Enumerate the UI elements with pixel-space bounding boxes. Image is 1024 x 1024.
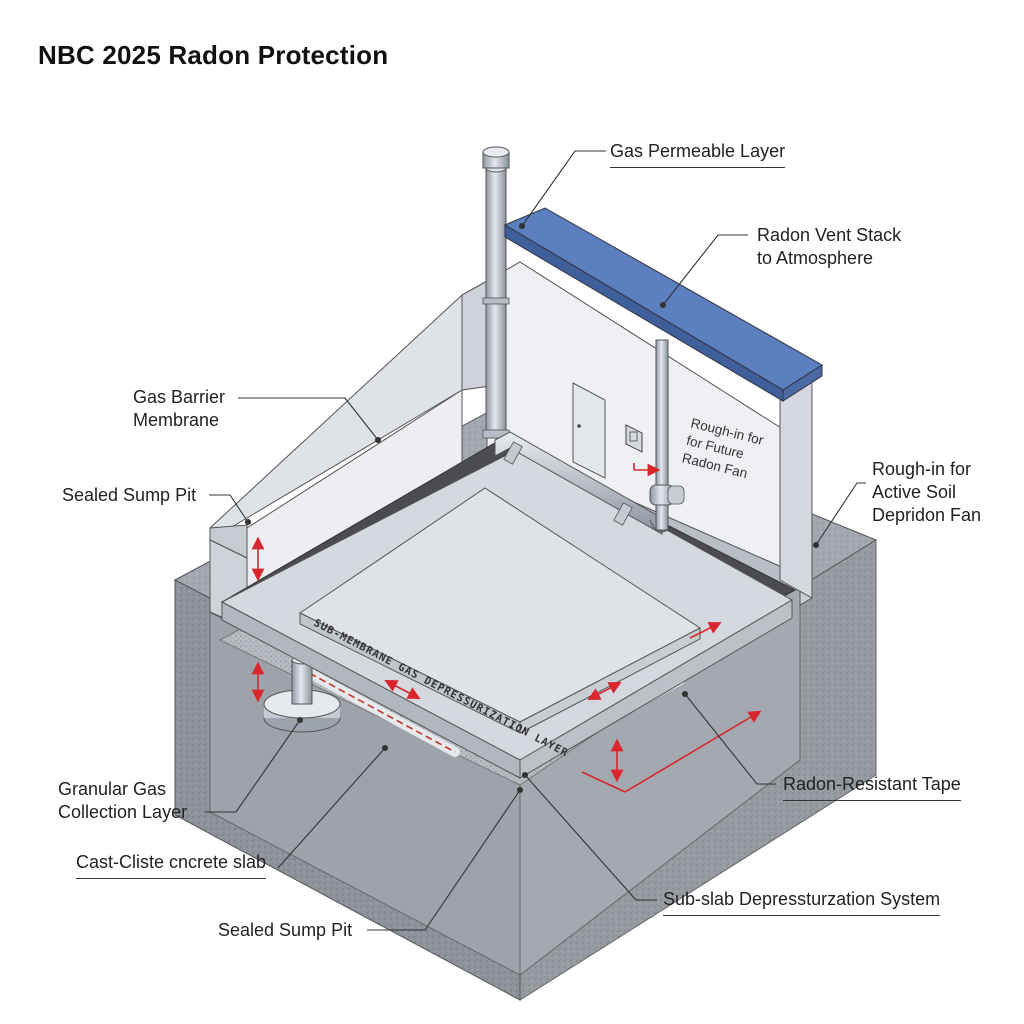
flow-arrow xyxy=(689,622,722,639)
label-subslab-depressurization: Sub-slab Depressturzation System xyxy=(663,888,941,916)
leader-radon-tape xyxy=(684,693,776,785)
leader-sealed-sump-bottom xyxy=(367,789,521,931)
leader-vent-stack xyxy=(662,234,748,306)
leader-roughin-right xyxy=(815,482,866,546)
flow-arrows xyxy=(251,463,762,793)
gas-permeable-board xyxy=(503,207,823,402)
leader-gas-permeable xyxy=(521,150,606,227)
sump-pit xyxy=(263,655,341,733)
label-radon-vent-stack: Radon Vent Stack to Atmosphere xyxy=(757,225,902,268)
electrical-box xyxy=(625,424,643,453)
leader-subslab xyxy=(524,774,657,901)
leader-lines xyxy=(205,150,866,931)
flow-arrow xyxy=(587,682,622,700)
leader-gas-barrier xyxy=(238,397,379,441)
label-radon-resistant-tape: Radon-Resistant Tape xyxy=(783,773,961,801)
label-sealed-sump-pit-bottom: Sealed Sump Pit xyxy=(218,920,353,940)
flow-arrow xyxy=(624,710,762,793)
label-gas-barrier-membrane: Gas Barrier Membrane xyxy=(133,387,226,430)
leader-sump-top xyxy=(209,494,249,523)
door xyxy=(572,382,606,479)
label-granular-gas-collection: Granular Gas Collection Layer xyxy=(58,779,188,822)
flow-arrow xyxy=(384,680,421,699)
label-gas-permeable-layer: Gas Permeable Layer xyxy=(610,140,786,168)
label-cast-concrete-slab: Cast-Cliste cncrete slab xyxy=(76,851,267,879)
label-sealed-sump-pit-top: Sealed Sump Pit xyxy=(62,485,197,505)
page-title: NBC 2025 Radon Protection xyxy=(38,40,389,70)
label-roughin-active-soil: Rough-in for Active Soil Depridon Fan xyxy=(872,459,982,525)
flow-arrow xyxy=(581,771,626,793)
vent-stack xyxy=(482,146,685,535)
leader-granular xyxy=(205,719,301,813)
leader-cast-slab xyxy=(277,747,386,869)
